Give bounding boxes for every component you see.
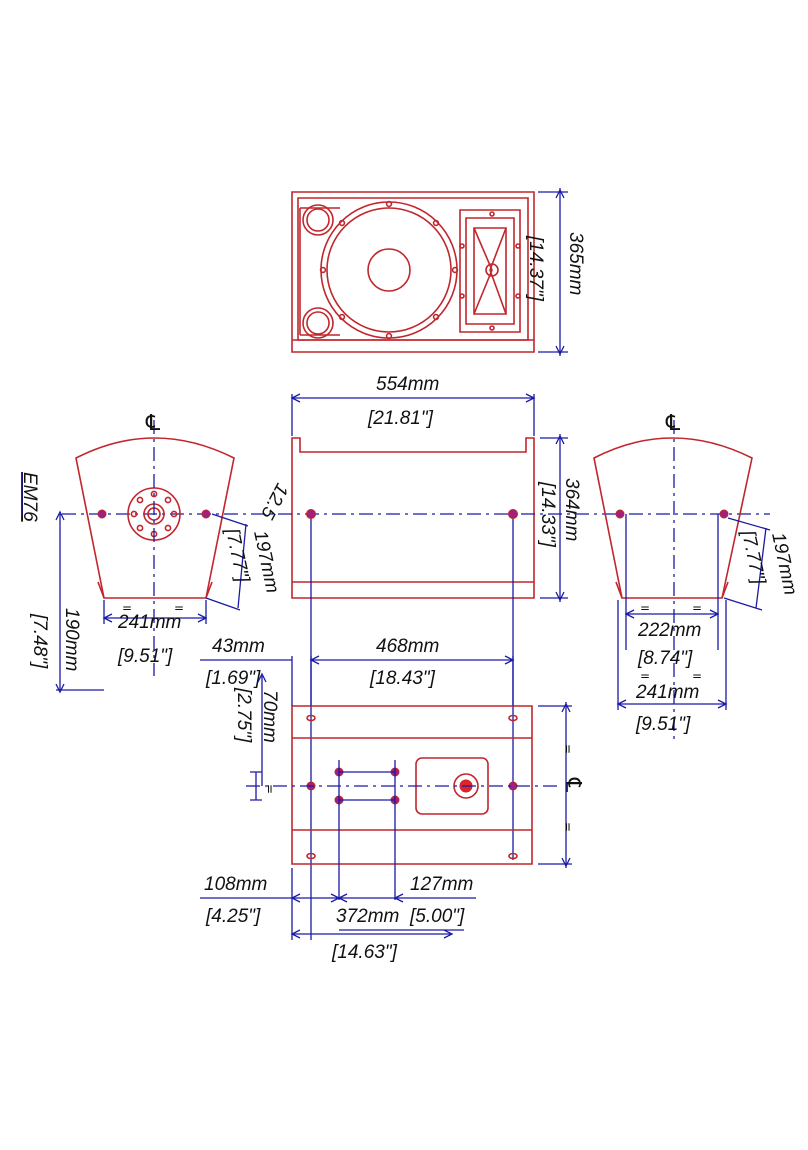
right-depth-mm: 197mm	[767, 531, 801, 597]
left-width-mm: 241mm	[117, 612, 181, 633]
front-view: 365mm [14.37"]	[291, 188, 586, 356]
right-side-view: ℄ 197mm [7.77"] = = 222mm [8.74"] = = 24…	[593, 411, 801, 740]
top-width-mm: 554mm	[376, 374, 439, 395]
right-centerline-symbol: ℄	[665, 411, 681, 436]
left-height-in: [7.48"]	[29, 613, 50, 669]
left-centerline-symbol: ℄	[145, 411, 161, 436]
woofer-bolts	[319, 200, 459, 340]
right-eq-d: =	[692, 669, 702, 683]
bottom-view: ℄ = = = 43mm [1.69"] 468mm [18.43"] 70mm…	[200, 636, 585, 963]
bottom-span-mm: 468mm	[376, 636, 439, 657]
left-height-mm: 190mm	[61, 608, 82, 671]
bottom-vert-mm: 70mm	[259, 690, 280, 743]
bottom-a-mm: 108mm	[204, 874, 267, 895]
top-depth-mm: 364mm	[561, 478, 582, 541]
bottom-c-mm: 372mm	[336, 906, 399, 927]
left-depth-in: [7.77"]	[221, 526, 253, 585]
top-depth-in: [14.33"]	[537, 481, 558, 548]
top-width-in: [21.81"]	[367, 408, 434, 429]
left-offset: 12.5	[256, 480, 292, 523]
left-bolt-holes	[130, 490, 178, 538]
bottom-eq-b: =	[561, 822, 575, 832]
bottom-eq-a: =	[561, 744, 575, 754]
right-inner-mm: 222mm	[637, 620, 701, 641]
mount-points-top	[306, 509, 518, 519]
bottom-b-mm: 127mm	[410, 874, 473, 895]
front-height-in: [14.37"]	[525, 235, 546, 302]
bottom-vert-in: [2.75"]	[233, 687, 254, 743]
bottom-edge-mm: 43mm	[212, 636, 265, 657]
right-width-mm: 241mm	[635, 682, 699, 703]
left-depth-mm: 197mm	[249, 529, 283, 595]
right-depth-in: [7.77"]	[737, 528, 769, 587]
right-eq-b: =	[692, 601, 702, 615]
left-width-in: [9.51"]	[117, 646, 173, 667]
right-width-in: [9.51"]	[635, 714, 691, 735]
right-eq-a: =	[640, 601, 650, 615]
bottom-centerline-symbol: ℄	[560, 777, 585, 793]
bottom-a-in: [4.25"]	[205, 906, 261, 927]
bottom-b-in: [5.00"]	[409, 906, 465, 927]
right-eq-c: =	[640, 669, 650, 683]
left-eq-b: =	[174, 601, 184, 615]
right-inner-in: [8.74"]	[637, 648, 693, 669]
bottom-edge-in: [1.69"]	[205, 668, 261, 689]
bottom-span-in: [18.43"]	[369, 668, 436, 689]
left-eq-a: =	[122, 601, 132, 615]
model-name: EM76	[19, 472, 40, 522]
bottom-c-in: [14.63"]	[331, 942, 398, 963]
front-height-mm: 365mm	[565, 232, 586, 295]
bottom-eq-c: =	[263, 784, 277, 794]
